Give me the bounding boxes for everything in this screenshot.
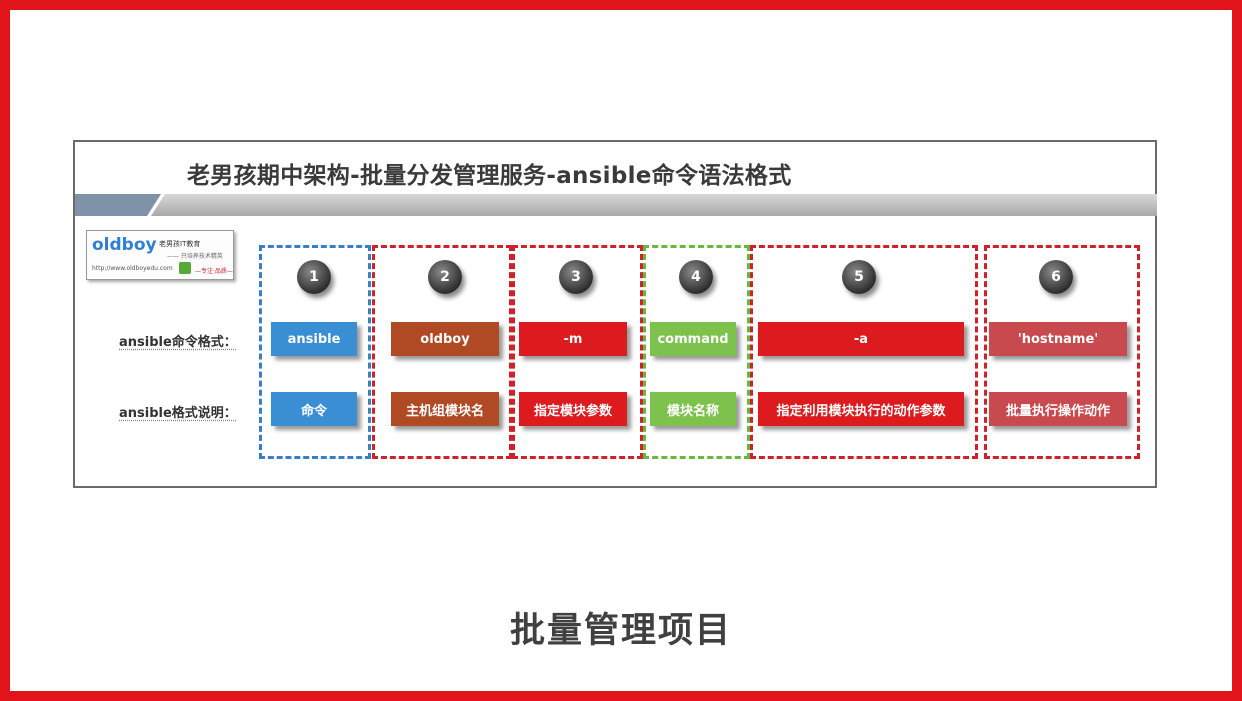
logo-subline: —— 只培养技术精英 (167, 253, 223, 260)
group-3 (512, 245, 643, 459)
group-2 (372, 245, 512, 459)
step-number-1: 1 (297, 260, 331, 294)
explain-batch-action: 批量执行操作动作 (989, 392, 1127, 426)
step-number-3: 3 (559, 260, 593, 294)
row-label-format: ansible命令格式： (119, 335, 237, 350)
command-command: command (650, 322, 736, 356)
logo-slogan: —专注·品质— (195, 268, 233, 275)
title-band (75, 194, 1157, 216)
slide-title: 老男孩期中架构-批量分发管理服务-ansible命令语法格式 (187, 163, 792, 189)
group-4 (643, 245, 750, 459)
explain-module-name: 模块名称 (650, 392, 736, 426)
step-number-2: 2 (428, 260, 462, 294)
command-oldboy: oldboy (391, 322, 499, 356)
explain-action-param: 指定利用模块执行的动作参数 (758, 392, 964, 426)
step-number-6: 6 (1039, 260, 1073, 294)
explain-module-param: 指定模块参数 (519, 392, 627, 426)
step-number-5: 5 (842, 260, 876, 294)
command-a: -a (758, 322, 964, 356)
group-5 (750, 245, 978, 459)
command-hostname: 'hostname' (989, 322, 1127, 356)
page-caption: 批量管理项目 (509, 611, 732, 651)
logo-url: http://www.oldboyedu.com (92, 265, 173, 272)
group-6 (984, 245, 1140, 459)
explain-host-group: 主机组模块名 (391, 392, 499, 426)
group-1 (259, 245, 371, 459)
oldboy-logo: oldboy 老男孩IT教育 —— 只培养技术精英 http://www.old… (86, 230, 234, 280)
command-m: -m (519, 322, 627, 356)
row-label-explain: ansible格式说明： (119, 406, 237, 421)
logo-mark-icon (179, 262, 191, 274)
explain-command: 命令 (271, 392, 357, 426)
logo-tagline: 老男孩IT教育 (159, 240, 201, 248)
step-number-4: 4 (679, 260, 713, 294)
slide-panel: 老男孩期中架构-批量分发管理服务-ansible命令语法格式 oldboy 老男… (73, 140, 1157, 488)
logo-brand: oldboy (92, 235, 157, 255)
command-ansible: ansible (271, 322, 357, 356)
